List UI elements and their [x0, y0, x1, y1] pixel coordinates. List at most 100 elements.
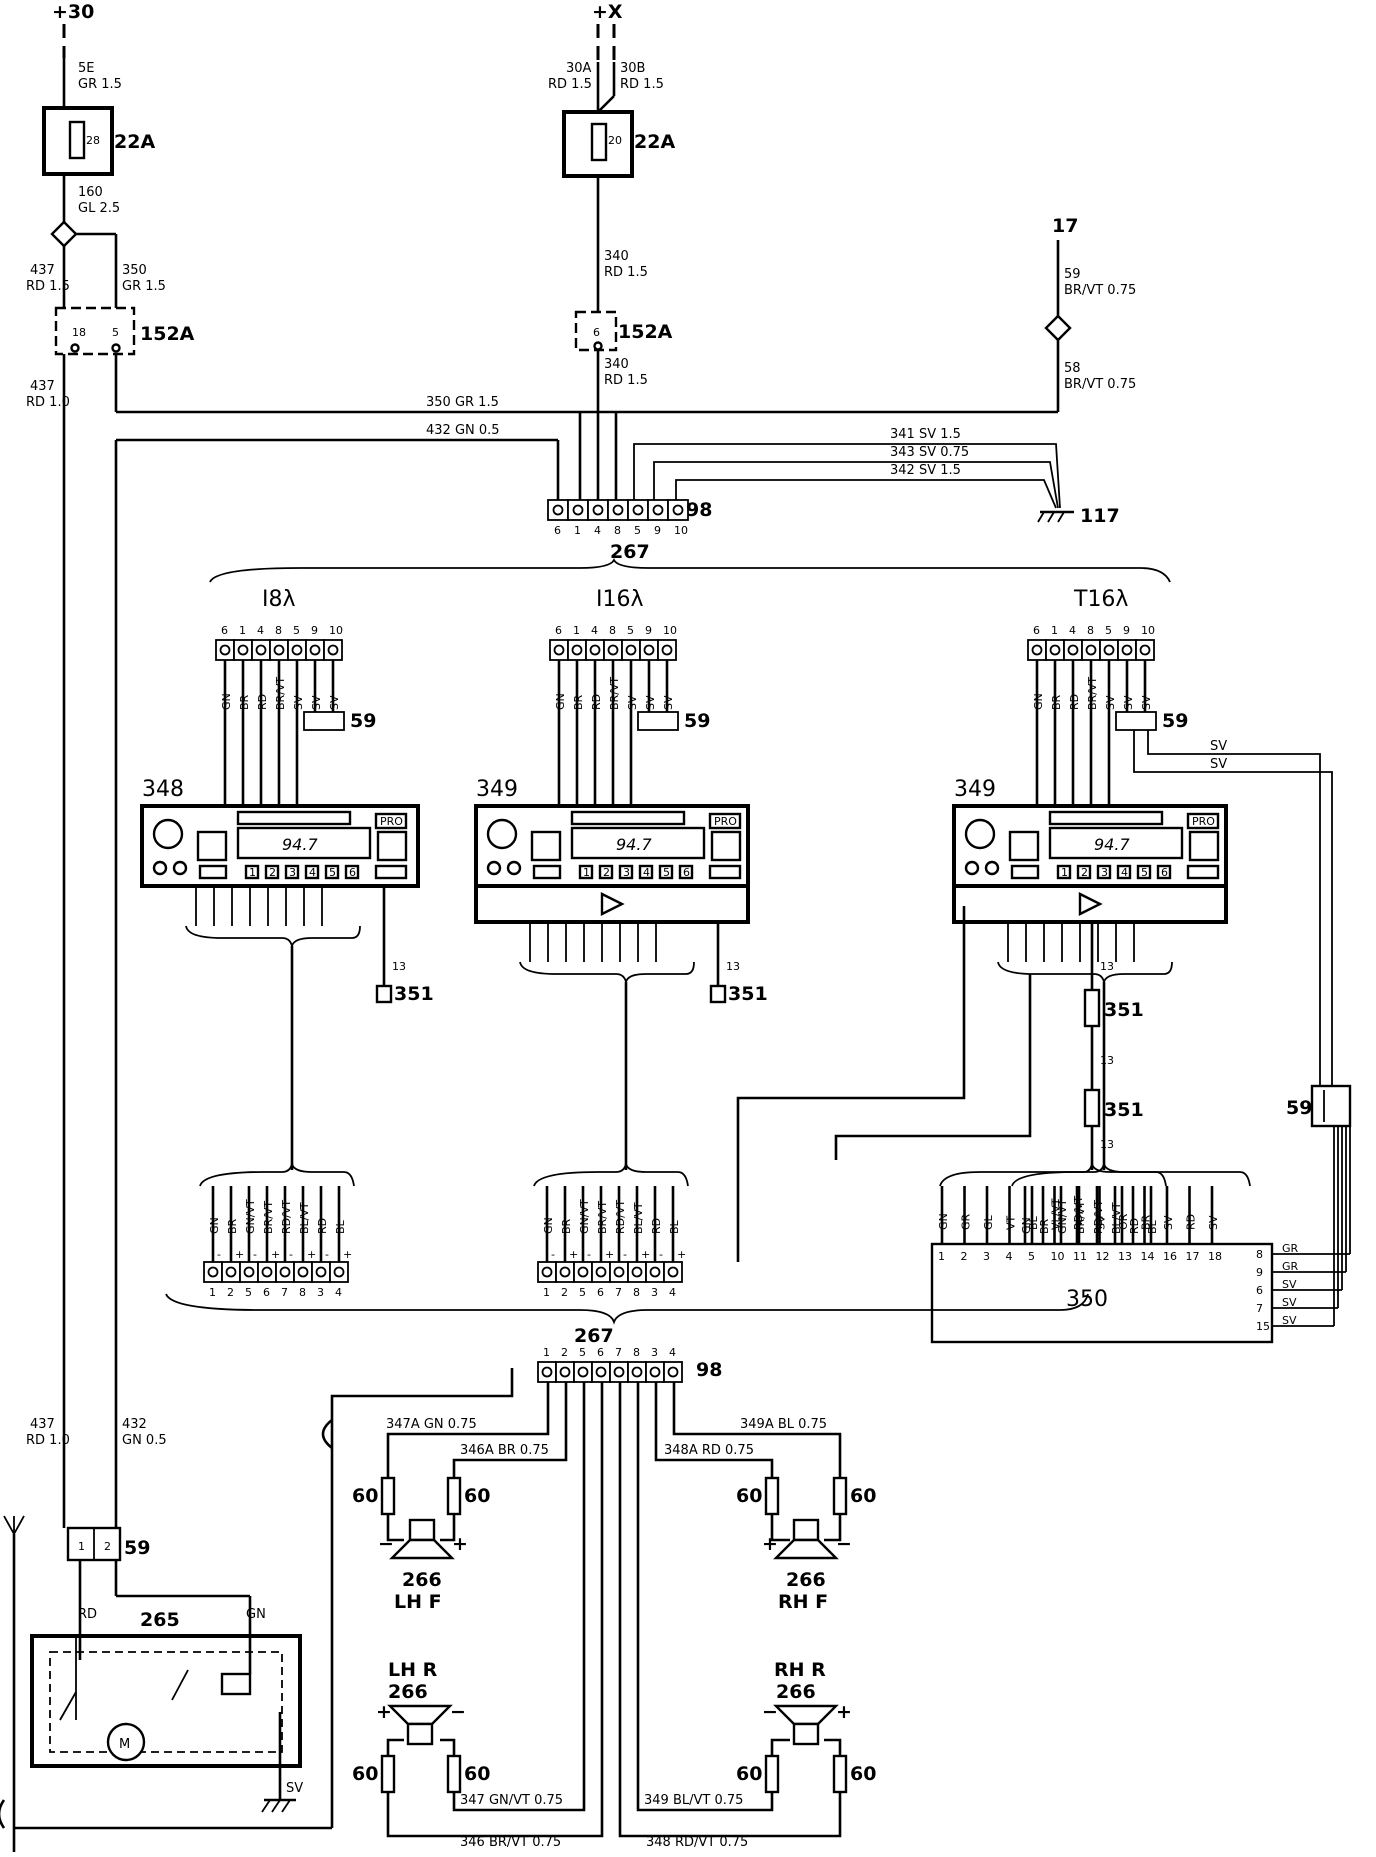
- radio-2-top-connector-pin-10: 10: [1141, 624, 1155, 637]
- radio-1-preset-6: 6: [683, 866, 690, 879]
- radio-1-bottom-connector-pin-7: 7: [615, 1286, 622, 1299]
- speaker-lhf-label: LH F: [394, 1591, 442, 1613]
- radio-0-bottom-wire-0-color: GN: [208, 1217, 221, 1234]
- radio-2-pad-right: [1188, 830, 1220, 862]
- wire-lhr-neg: [440, 1738, 456, 1756]
- radio-0-bottom-wire-6-color: RD: [316, 1218, 329, 1234]
- sv-wire-b: [1133, 730, 1333, 1086]
- radio-0-bottom-sign-0: -: [217, 1248, 221, 1261]
- radio-0-out-brace: [185, 925, 361, 947]
- connector-98-bottom-pin-3: 3: [651, 1346, 658, 1359]
- radio-0-top-wire-0-color: GN: [220, 693, 233, 710]
- radio-1-bottom-connector-pin-1: 1: [543, 1286, 550, 1299]
- radio-0-bottom-connector-pin-1: 1: [209, 1286, 216, 1299]
- radio-0-bottom-connector-terminal-0: [207, 1266, 219, 1278]
- speaker-rhf-magnet: [792, 1518, 820, 1542]
- connector-98-top-terminal-2: [592, 504, 604, 516]
- radio-0-bottom-connector-terminal-2: [243, 1266, 255, 1278]
- amp-350-pin-13: 13: [1118, 1250, 1132, 1263]
- radio-0-preset-3-box: [284, 864, 300, 880]
- radio-2-seek-button: [1010, 864, 1040, 880]
- connector-59-antenna-pin-1: 1: [78, 1540, 85, 1553]
- supply-17-label: 17: [1052, 215, 1078, 237]
- radio-0-top-wire-2-color: RD: [256, 694, 269, 710]
- connector-152a-terminal-18: [70, 343, 80, 353]
- wire-30a-number: 30A: [566, 61, 592, 76]
- speaker-rhr-magnet: [792, 1722, 820, 1746]
- amplifier-350: [930, 1242, 1274, 1344]
- connector-98-bottom-terminal-0: [541, 1366, 553, 1378]
- radio-0-variant: I8λ: [262, 587, 296, 612]
- radio-2-preset-1: 1: [1061, 866, 1068, 879]
- radio-1-seek-button: [532, 864, 562, 880]
- wire-30b-join: [597, 95, 615, 113]
- radio-0-preset-2: 2: [269, 866, 276, 879]
- radio-0-bottom-sign-4: -: [289, 1248, 293, 1261]
- radio-1-plug-59-label: 59: [684, 710, 710, 732]
- sv-wire-a: [1147, 730, 1321, 1086]
- wire-340a-color: RD 1.5: [604, 265, 648, 280]
- connector-98-top-terminal-1: [572, 504, 584, 516]
- brace-267-top: [209, 557, 1171, 583]
- wire-437c-number: 437: [30, 1417, 55, 1432]
- radio-1-top-connector-terminal-0: [553, 644, 565, 656]
- antenna-motor-label: M: [119, 1737, 130, 1752]
- amp-350-pin-16: 16: [1163, 1250, 1177, 1263]
- fuse-351-wire-c-label: 13: [1100, 1138, 1114, 1151]
- plug-60-lhr-left: [380, 1754, 396, 1794]
- amp-350-wire-3-color: GL: [982, 1214, 995, 1230]
- amp-350-pin-3: 3: [983, 1250, 990, 1263]
- connector-98-bottom-terminal-3: [595, 1366, 607, 1378]
- radio-2-top-wire-4-color: SV: [1104, 695, 1117, 710]
- radio-0-top-connector-terminal-6: [327, 644, 339, 656]
- radio-1-top-wire-6-color: SV: [662, 695, 675, 710]
- wire-342: [675, 479, 1057, 509]
- radio-0-top-connector-pin-4: 4: [257, 624, 264, 637]
- radio-2-bottom-wire-0-color: GN: [1020, 1217, 1033, 1234]
- antenna-gn-wire: GN: [246, 1607, 266, 1622]
- radio-0-pro-label: PRO: [380, 815, 403, 828]
- radio-1-top-connector-pin-1: 1: [573, 624, 580, 637]
- radio-1-top-connector-terminal-2: [589, 644, 601, 656]
- connector-152a-left: [54, 306, 136, 356]
- amp-350-wire-5-color: BL: [1027, 1215, 1040, 1230]
- radio-2-top-connector-pin-9: 9: [1123, 624, 1130, 637]
- radio-0-plug-59-label: 59: [350, 710, 376, 732]
- radio-2-tune-button: [1186, 864, 1220, 880]
- speaker-lhr-label: LH R: [388, 1659, 438, 1681]
- plug-60-rhf-left-label: 60: [736, 1485, 762, 1507]
- radio-0-preset-6-box: [344, 864, 360, 880]
- wire-343: [653, 461, 1059, 509]
- radio-0-bottom-wire-1-color: BR: [226, 1218, 239, 1234]
- radio-0-bottom-wire-2-color: GN/VT: [244, 1199, 257, 1234]
- radio-1-preset-3: 3: [623, 866, 630, 879]
- radio-1-top-connector-pin-10: 10: [663, 624, 677, 637]
- radio-2-in-brace: [1011, 1163, 1167, 1187]
- radio-1-variant: I16λ: [596, 587, 644, 612]
- radio-0-tape-slot: [236, 810, 352, 826]
- radio-0-bottom-connector-terminal-7: [333, 1266, 345, 1278]
- radio-0-top-connector-terminal-3: [273, 644, 285, 656]
- speaker-lhr-ref: 266: [388, 1681, 428, 1703]
- connector-59-antenna-pin-2: 2: [104, 1540, 111, 1553]
- speaker-rhf-cone: [773, 1538, 839, 1560]
- radio-0-351-label: 351: [394, 983, 434, 1005]
- link-fan-to-connector: [834, 974, 1032, 1160]
- radio-0-display: [236, 826, 372, 860]
- radio-0-ref: 348: [142, 777, 184, 802]
- wire-347-label: 347 GN/VT 0.75: [460, 1793, 563, 1808]
- radio-1-bottom-connector-terminal-3: [595, 1266, 607, 1278]
- wire-30a-color: RD 1.5: [548, 77, 592, 92]
- speaker-lhr-cone: [387, 1704, 453, 1726]
- amp-350-right-pin-6: 6: [1256, 1284, 1263, 1297]
- connector-98-top-pin-9: 9: [654, 524, 661, 537]
- speaker-rhf-sign-left: +: [762, 1533, 778, 1555]
- radio-1-preset-2: 2: [603, 866, 610, 879]
- connector-59-antenna-label: 59: [124, 1537, 150, 1559]
- radio-0-preset-1-box: [244, 864, 260, 880]
- radio-1-pad-right: [710, 830, 742, 862]
- radio-0-volume-knob: [152, 818, 184, 850]
- radio-2-pad-left: [1008, 830, 1040, 862]
